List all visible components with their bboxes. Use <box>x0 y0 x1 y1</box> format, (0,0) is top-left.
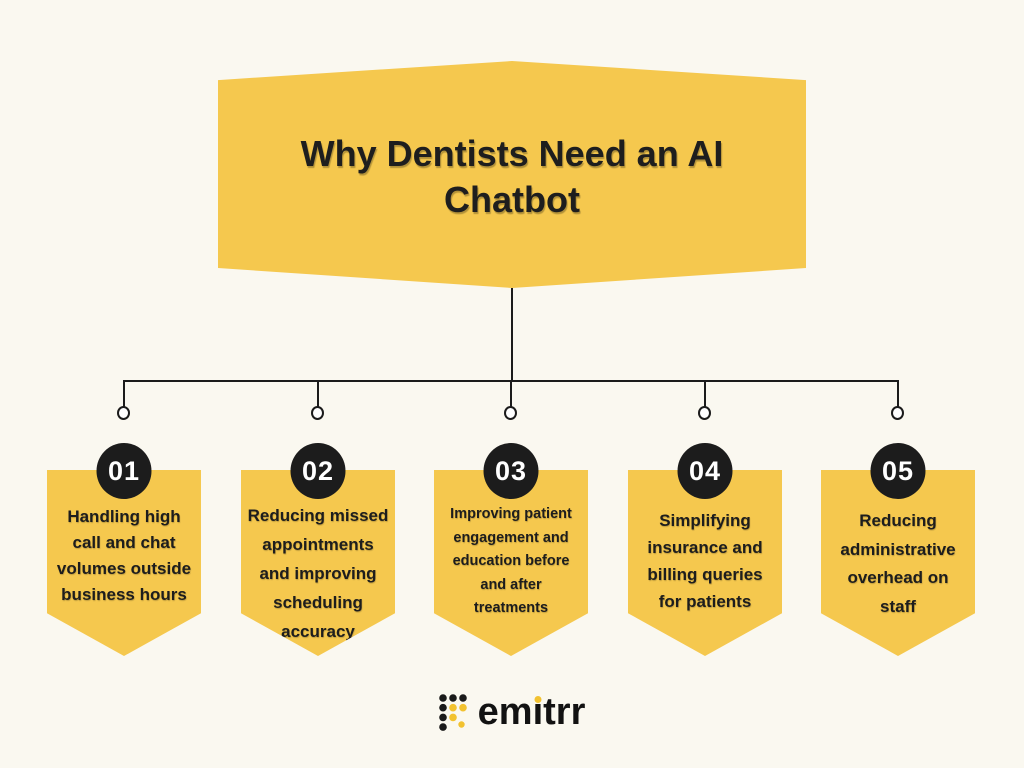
brand-name: emıtrr <box>478 693 586 731</box>
connector-node-5 <box>891 406 904 420</box>
pennant-shape-4: Simplifying insurance and billing querie… <box>628 470 782 656</box>
title-banner: Why Dentists Need an AI Chatbot <box>218 61 806 288</box>
reason-text-2: Reducing missed appointments and improvi… <box>247 506 389 641</box>
page-title: Why Dentists Need an AI Chatbot <box>300 132 724 220</box>
connector-trunk <box>511 288 513 381</box>
connector-node-2 <box>311 406 324 420</box>
pennant-shape-5: Reducing administrative overhead on staf… <box>821 470 975 656</box>
connector-node-4 <box>698 406 711 420</box>
connector-stub-5 <box>897 380 899 407</box>
reason-text-1: Handling high call and chat volumes outs… <box>56 507 192 604</box>
reason-text-3: Improving patient engagement and educati… <box>450 506 572 616</box>
step-number-badge-1: 01 <box>96 443 152 499</box>
brand-logo: emıtrr <box>0 692 1024 732</box>
connector-node-1 <box>117 406 130 420</box>
reason-text-5: Reducing administrative overhead on staf… <box>840 511 956 616</box>
pennant-shape-1: Handling high call and chat volumes outs… <box>47 470 201 656</box>
brand-name-part2: trr <box>543 691 586 733</box>
emitrr-logo-icon <box>438 693 467 731</box>
connector-stub-1 <box>123 380 125 407</box>
pennant-shape-2: Reducing missed appointments and improvi… <box>241 470 395 656</box>
reason-text-4: Simplifying insurance and billing querie… <box>647 511 763 611</box>
pennant-shape-3: Improving patient engagement and educati… <box>434 470 588 656</box>
brand-name-part1: em <box>477 691 533 733</box>
connector-stub-3 <box>510 380 512 407</box>
connector-stub-2 <box>317 380 319 407</box>
connector-stub-4 <box>704 380 706 407</box>
connector-node-3 <box>504 406 517 420</box>
brand-name-i: ı <box>532 691 544 733</box>
step-number-badge-5: 05 <box>870 443 926 499</box>
step-number-badge-4: 04 <box>677 443 733 499</box>
step-number-badge-2: 02 <box>290 443 346 499</box>
step-number-badge-3: 03 <box>483 443 539 499</box>
